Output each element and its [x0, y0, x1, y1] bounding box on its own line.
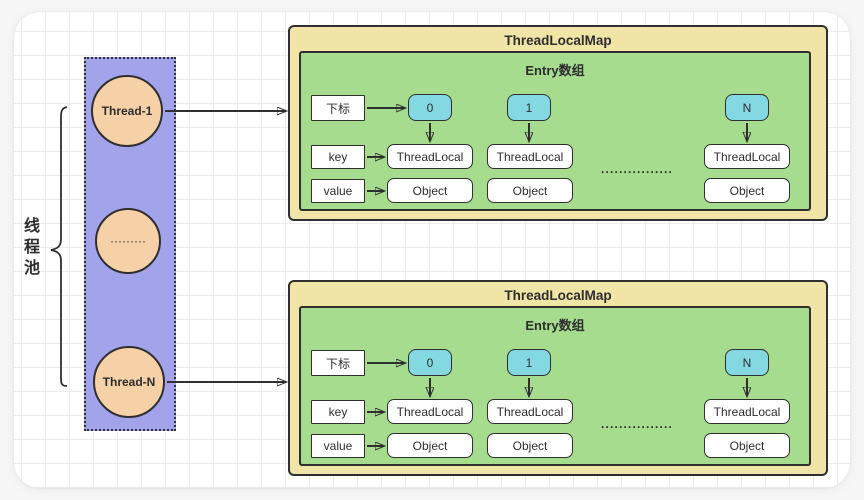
threadlocal-box-0: ThreadLocal: [387, 399, 473, 424]
thread-pool-label-char: 池: [23, 260, 40, 277]
threadlocal-box-1: ThreadLocal: [487, 399, 573, 424]
object-box-1: Object: [487, 433, 573, 458]
index-cell-1: 1: [507, 94, 551, 121]
entry-array-title: Entry数组: [525, 318, 585, 333]
threadlocal-box-n: ThreadLocal: [704, 144, 790, 169]
object-box-1: Object: [487, 178, 573, 203]
threadlocalmap-title: ThreadLocalMap: [504, 33, 612, 48]
value-label-box: value: [311, 434, 365, 458]
entries-ellipsis: ················: [601, 165, 673, 179]
entries-ellipsis: ················: [601, 420, 673, 434]
index-cell-0: 0: [408, 349, 452, 376]
thread-pool-label-char: 程: [23, 239, 40, 256]
thread-1-node: Thread-1: [91, 75, 163, 147]
object-box-0: Object: [387, 433, 473, 458]
threadlocal-box-0: ThreadLocal: [387, 144, 473, 169]
key-label-box: key: [311, 400, 365, 424]
index-label-box: 下标: [311, 95, 365, 121]
threadlocal-box-1: ThreadLocal: [487, 144, 573, 169]
thread-n-node: Thread-N: [93, 346, 165, 418]
thread-ellipsis-node: ·········: [95, 208, 161, 274]
index-cell-n: N: [725, 94, 769, 121]
threadlocalmap-title: ThreadLocalMap: [504, 288, 612, 303]
object-box-0: Object: [387, 178, 473, 203]
key-label-box: key: [311, 145, 365, 169]
thread-pool-label: 线 程 池: [22, 216, 42, 279]
index-cell-1: 1: [507, 349, 551, 376]
value-label-box: value: [311, 179, 365, 203]
index-cell-n: N: [725, 349, 769, 376]
object-box-n: Object: [704, 433, 790, 458]
entry-array-title: Entry数组: [525, 63, 585, 78]
index-cell-0: 0: [408, 94, 452, 121]
index-label-box: 下标: [311, 350, 365, 376]
object-box-n: Object: [704, 178, 790, 203]
threadlocal-box-n: ThreadLocal: [704, 399, 790, 424]
thread-pool-label-char: 线: [23, 218, 40, 235]
